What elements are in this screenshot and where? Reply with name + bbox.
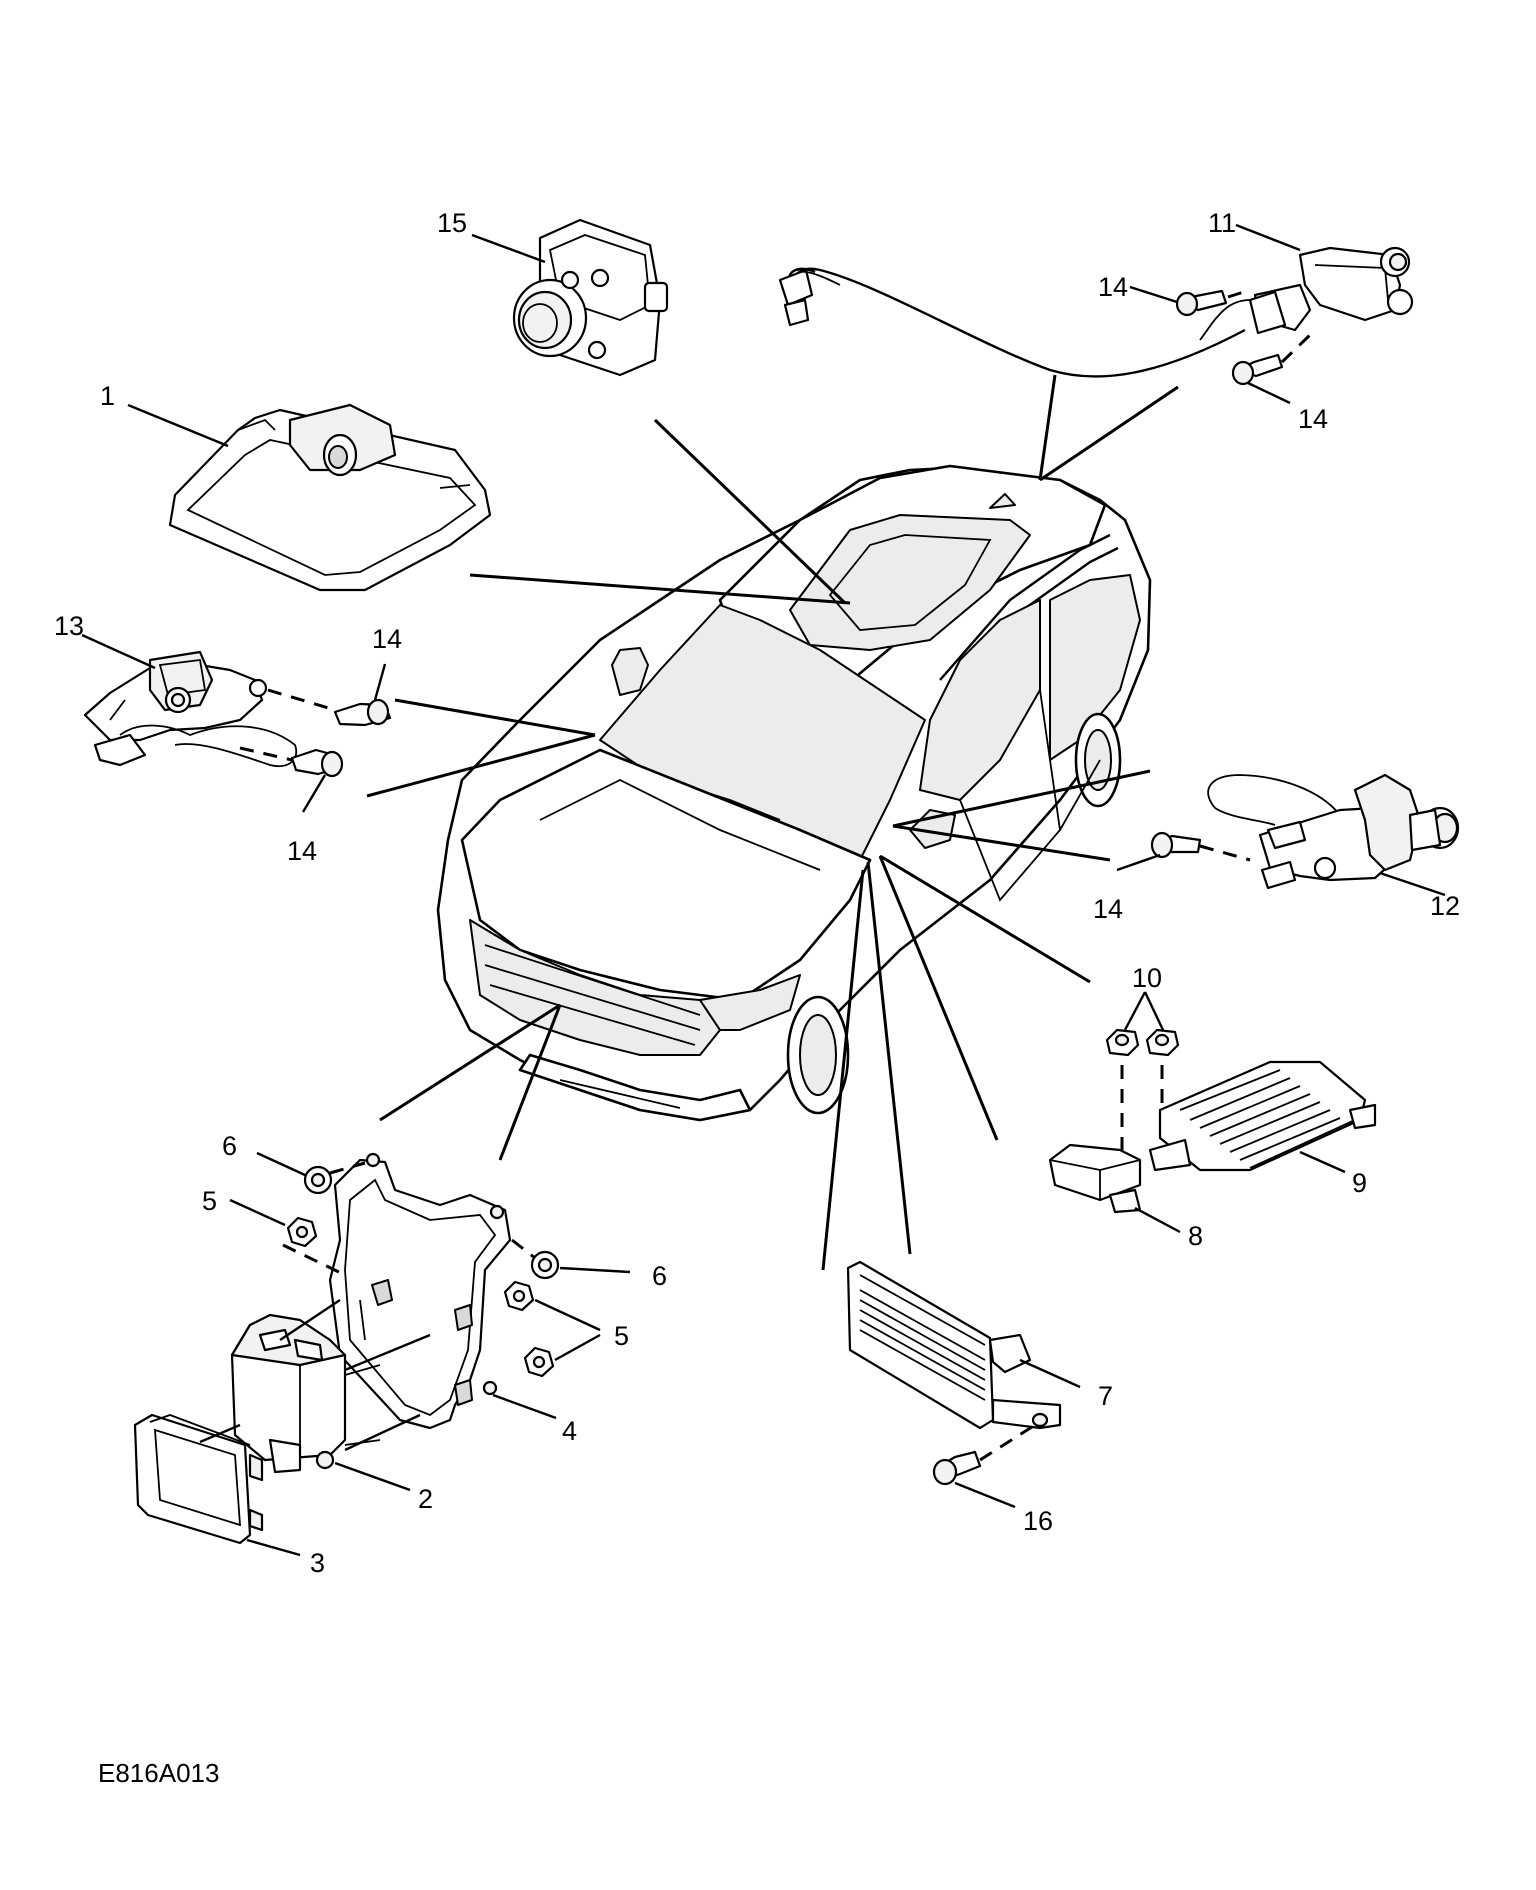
frame-3 [133, 1413, 264, 1545]
module-7 [846, 1260, 1062, 1430]
nut-5-right-a [503, 1280, 535, 1312]
radar-sensor-2 [230, 1313, 381, 1474]
camera-11 [778, 246, 1414, 378]
module-8 [1048, 1143, 1142, 1214]
bolt-16 [932, 1450, 982, 1486]
callout-9: 9 [1352, 1168, 1367, 1198]
callout-11: 11 [1208, 208, 1236, 238]
callout-14: 14 [1093, 894, 1123, 924]
callout-14: 14 [1098, 272, 1128, 302]
front-camera-module-1 [168, 403, 492, 592]
callout-2: 2 [418, 1484, 433, 1514]
nut-5-left [286, 1216, 318, 1248]
callout-6: 6 [652, 1261, 667, 1291]
callout-14: 14 [1298, 404, 1328, 434]
callout-7: 7 [1098, 1381, 1113, 1411]
nut-5-right-b [523, 1346, 555, 1378]
amplifier-9 [1148, 1060, 1377, 1172]
vehicle-outline [436, 464, 1152, 1122]
drawing-id: E816A013 [98, 1758, 219, 1788]
camera-12 [1207, 773, 1460, 890]
camera-15 [512, 218, 669, 377]
bolt-14-top-a [1175, 289, 1228, 317]
bolt-14-left-a [333, 698, 392, 727]
camera-13 [83, 650, 298, 768]
nut-6-left [303, 1165, 333, 1195]
callout-8: 8 [1188, 1221, 1203, 1251]
bolt-14-top-b [1231, 353, 1284, 386]
bolt-14-left-b [290, 748, 344, 778]
bolt-14-right [1150, 831, 1202, 859]
callout-10: 10 [1132, 963, 1162, 993]
callout-1: 1 [100, 381, 115, 411]
leader-lines [366, 374, 1179, 1271]
callout-13: 13 [54, 611, 84, 641]
callout-16: 16 [1023, 1506, 1053, 1536]
nut-10-a [1105, 1028, 1140, 1057]
nut-10-b [1145, 1028, 1180, 1057]
callout-14: 14 [287, 836, 317, 866]
bracket-4 [328, 1152, 512, 1430]
callout-3: 3 [310, 1548, 325, 1578]
callout-6: 6 [222, 1131, 237, 1161]
callout-14: 14 [372, 624, 402, 654]
callout-5: 5 [202, 1186, 217, 1216]
callout-12: 12 [1430, 891, 1460, 921]
callout-5: 5 [614, 1321, 629, 1351]
callout-labels: 15 11 14 14 1 13 14 14 14 12 10 9 8 6 5 … [54, 208, 1460, 1788]
nut-6-right [530, 1250, 560, 1280]
callout-15: 15 [437, 208, 467, 238]
callout-4: 4 [562, 1416, 577, 1446]
